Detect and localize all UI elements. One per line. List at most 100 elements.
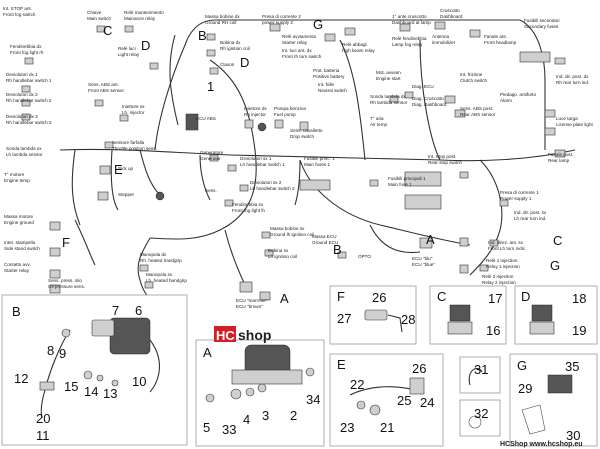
letter-b-2: B xyxy=(333,242,342,257)
part-20: 20 xyxy=(36,411,50,426)
panel-31: 31 xyxy=(459,356,501,394)
part-28: 28 xyxy=(401,312,415,327)
label-bobina-sx: Bobina sx xyxy=(268,248,289,253)
number-1-main: 1 xyxy=(207,79,214,94)
part-26: 26 xyxy=(372,290,386,305)
label-manopola-dx: Manopola dx xyxy=(140,252,167,257)
label-rear-stop-switch: Rear stop switch xyxy=(428,160,462,165)
label-devio-sx1: Deviolutori sx 1 xyxy=(240,156,272,161)
label-air-temp: Air temp xyxy=(370,122,388,127)
part-29: 29 xyxy=(518,381,532,396)
label-stepper: Stepper xyxy=(118,192,135,197)
part-7: 7 xyxy=(112,303,119,318)
label-int-luci-ant-dx: Int. luci ant. dx xyxy=(282,48,312,53)
label-ind-dir-post-sx: Ind. dir. post. sx xyxy=(514,210,547,215)
letter-c-2: C xyxy=(553,233,562,248)
label-ground-lh: Ground lh ignition coil xyxy=(270,232,314,237)
label-diag-cruscotto: Diag. Cruscotto xyxy=(412,96,444,101)
label-int-stop-ant: Int. STOP ant. xyxy=(3,6,32,11)
label-clutch-switch: Clutch switch xyxy=(460,78,488,83)
label-rele-mant: Relè mantenimento xyxy=(124,10,164,15)
label-int-dir-ant-sx: Ind. direz. ant. sx xyxy=(488,240,524,245)
part-34: 34 xyxy=(306,392,320,407)
part-25: 25 xyxy=(397,393,411,408)
letter-a-2: A xyxy=(280,291,289,306)
label-rele1-inj: Relè 1 injection xyxy=(486,258,518,263)
label-lh-handlebar-sw2: Lh handlebar switch 2 xyxy=(250,186,295,191)
part-3: 3 xyxy=(262,408,269,423)
footer-watermark: HCShop www.hcshop.eu xyxy=(500,441,583,448)
label-main-switch: Main switch xyxy=(87,16,111,21)
label-rear-lamp: Rear lamp xyxy=(548,158,570,163)
part-17: 17 xyxy=(488,291,502,306)
label-starter-relay2: Starter relay xyxy=(4,268,30,273)
part-16: 16 xyxy=(486,323,500,338)
label-side-stand: Side stand switch xyxy=(4,246,40,251)
label-mot-avv: Mot. avviam. xyxy=(376,70,402,75)
label-ecu-blue: ECU "blue" xyxy=(412,262,435,267)
label-fusibili-princ: Fusibili princ. 1 xyxy=(304,156,335,161)
label-front-rh-turn: Front rh turn switch xyxy=(282,54,322,59)
label-piedapp-antifurto: Piedapp. antifurto xyxy=(500,92,536,97)
label-prot-batteria: Prot. batteria xyxy=(313,68,340,73)
label-sens-abs-post: Sens. ABS post. xyxy=(460,106,493,111)
label-opto: OPTO xyxy=(358,254,371,259)
label-rh-lambda-sensor: Rh lambda sensor xyxy=(370,100,408,105)
label-rh-handlebar-sw1: Rh handlebar switch 1 xyxy=(6,78,52,83)
label-main-fuse1: Main fuse 1 xyxy=(388,182,412,187)
letter-d-1: D xyxy=(141,38,150,53)
relay-part-c xyxy=(449,304,471,322)
label-iniettore-dx: Iniettore dx xyxy=(244,106,267,111)
panel-31-frame xyxy=(459,356,501,394)
label-devio-dx3: Deviolutori dx 3 xyxy=(6,114,38,119)
label-rh-handlebar-sw3: Rh handlebar switch 3 xyxy=(6,120,52,125)
label-inter-stampella: Inter. stampella xyxy=(4,240,36,245)
label-rh-rear-turn: Rh rear turn ind. xyxy=(556,80,589,85)
label-fanale-post: Fanale post. xyxy=(548,152,573,157)
panel-c-letter: C xyxy=(437,289,446,304)
label-light-relay: Light relay xyxy=(118,52,140,57)
label-lh-handlebar-sw1: Lh handlebar switch 1 xyxy=(240,162,285,167)
label-fendinebbia-sx: Fendinebbia sx xyxy=(232,202,264,207)
label-front-abs-sensor: Front ABS sensor xyxy=(88,88,124,93)
label-sens: Sens. xyxy=(205,188,217,193)
label-sens-cavalletto: Sens. cavalletto xyxy=(290,128,323,133)
label-neutral-switch: Neutral switch xyxy=(318,88,347,93)
label-ecu-marrone: ECU "marrone" xyxy=(236,298,268,303)
label-stop-switch: Drop switch xyxy=(290,134,314,139)
panel-d-letter: D xyxy=(521,289,530,304)
label-rh-ign-coil: Rh ignition coil xyxy=(220,46,250,51)
label-sensore-farfalla: Sensore farfalla xyxy=(112,140,145,145)
label-antenna: Antenna xyxy=(432,34,450,39)
coil-part xyxy=(109,317,151,355)
label-fuel-pump: Fuel pump xyxy=(274,112,296,117)
label-generator: Generator xyxy=(200,156,221,161)
label-immobilizer: immobilizer xyxy=(432,40,456,45)
connectors xyxy=(21,21,566,301)
part-31: 31 xyxy=(474,362,488,377)
panel-c: C 17 16 xyxy=(429,285,507,345)
part-27: 27 xyxy=(337,311,351,326)
label-int-folle: Int. folle xyxy=(318,82,335,87)
label-bobina-dx: Bobina dx xyxy=(220,40,241,45)
label-front-fog-rh: Front fog light rh xyxy=(10,50,44,55)
logo-hc-text: HC xyxy=(216,328,235,343)
label-rele-luci: Relè luci xyxy=(118,46,136,51)
label-t-aria: T° aria xyxy=(370,116,384,121)
part-6: 6 xyxy=(135,303,142,318)
label-rele2-inj: Relè 2 injection xyxy=(482,274,514,279)
panel-g-frame xyxy=(509,353,598,447)
letter-a-1: A xyxy=(426,232,435,247)
label-fanale-ant: Fanale ant. xyxy=(484,34,507,39)
part-33: 33 xyxy=(222,422,236,437)
label-front-switch: Front fog switch xyxy=(3,12,36,17)
label-cruscotto-ant: 1° ante cruscotto xyxy=(392,14,427,19)
sensor-part xyxy=(364,309,388,321)
label-rear-abs-sensor: Rear ABS sensor xyxy=(460,112,496,117)
letter-e-1: E xyxy=(114,162,123,177)
label-lamp-fog-relay: Lamp fog relay xyxy=(392,42,423,47)
part-30: 30 xyxy=(566,428,580,443)
relay-part-g xyxy=(547,374,573,394)
label-int-stop-post: Int. Stop post. xyxy=(428,154,456,159)
